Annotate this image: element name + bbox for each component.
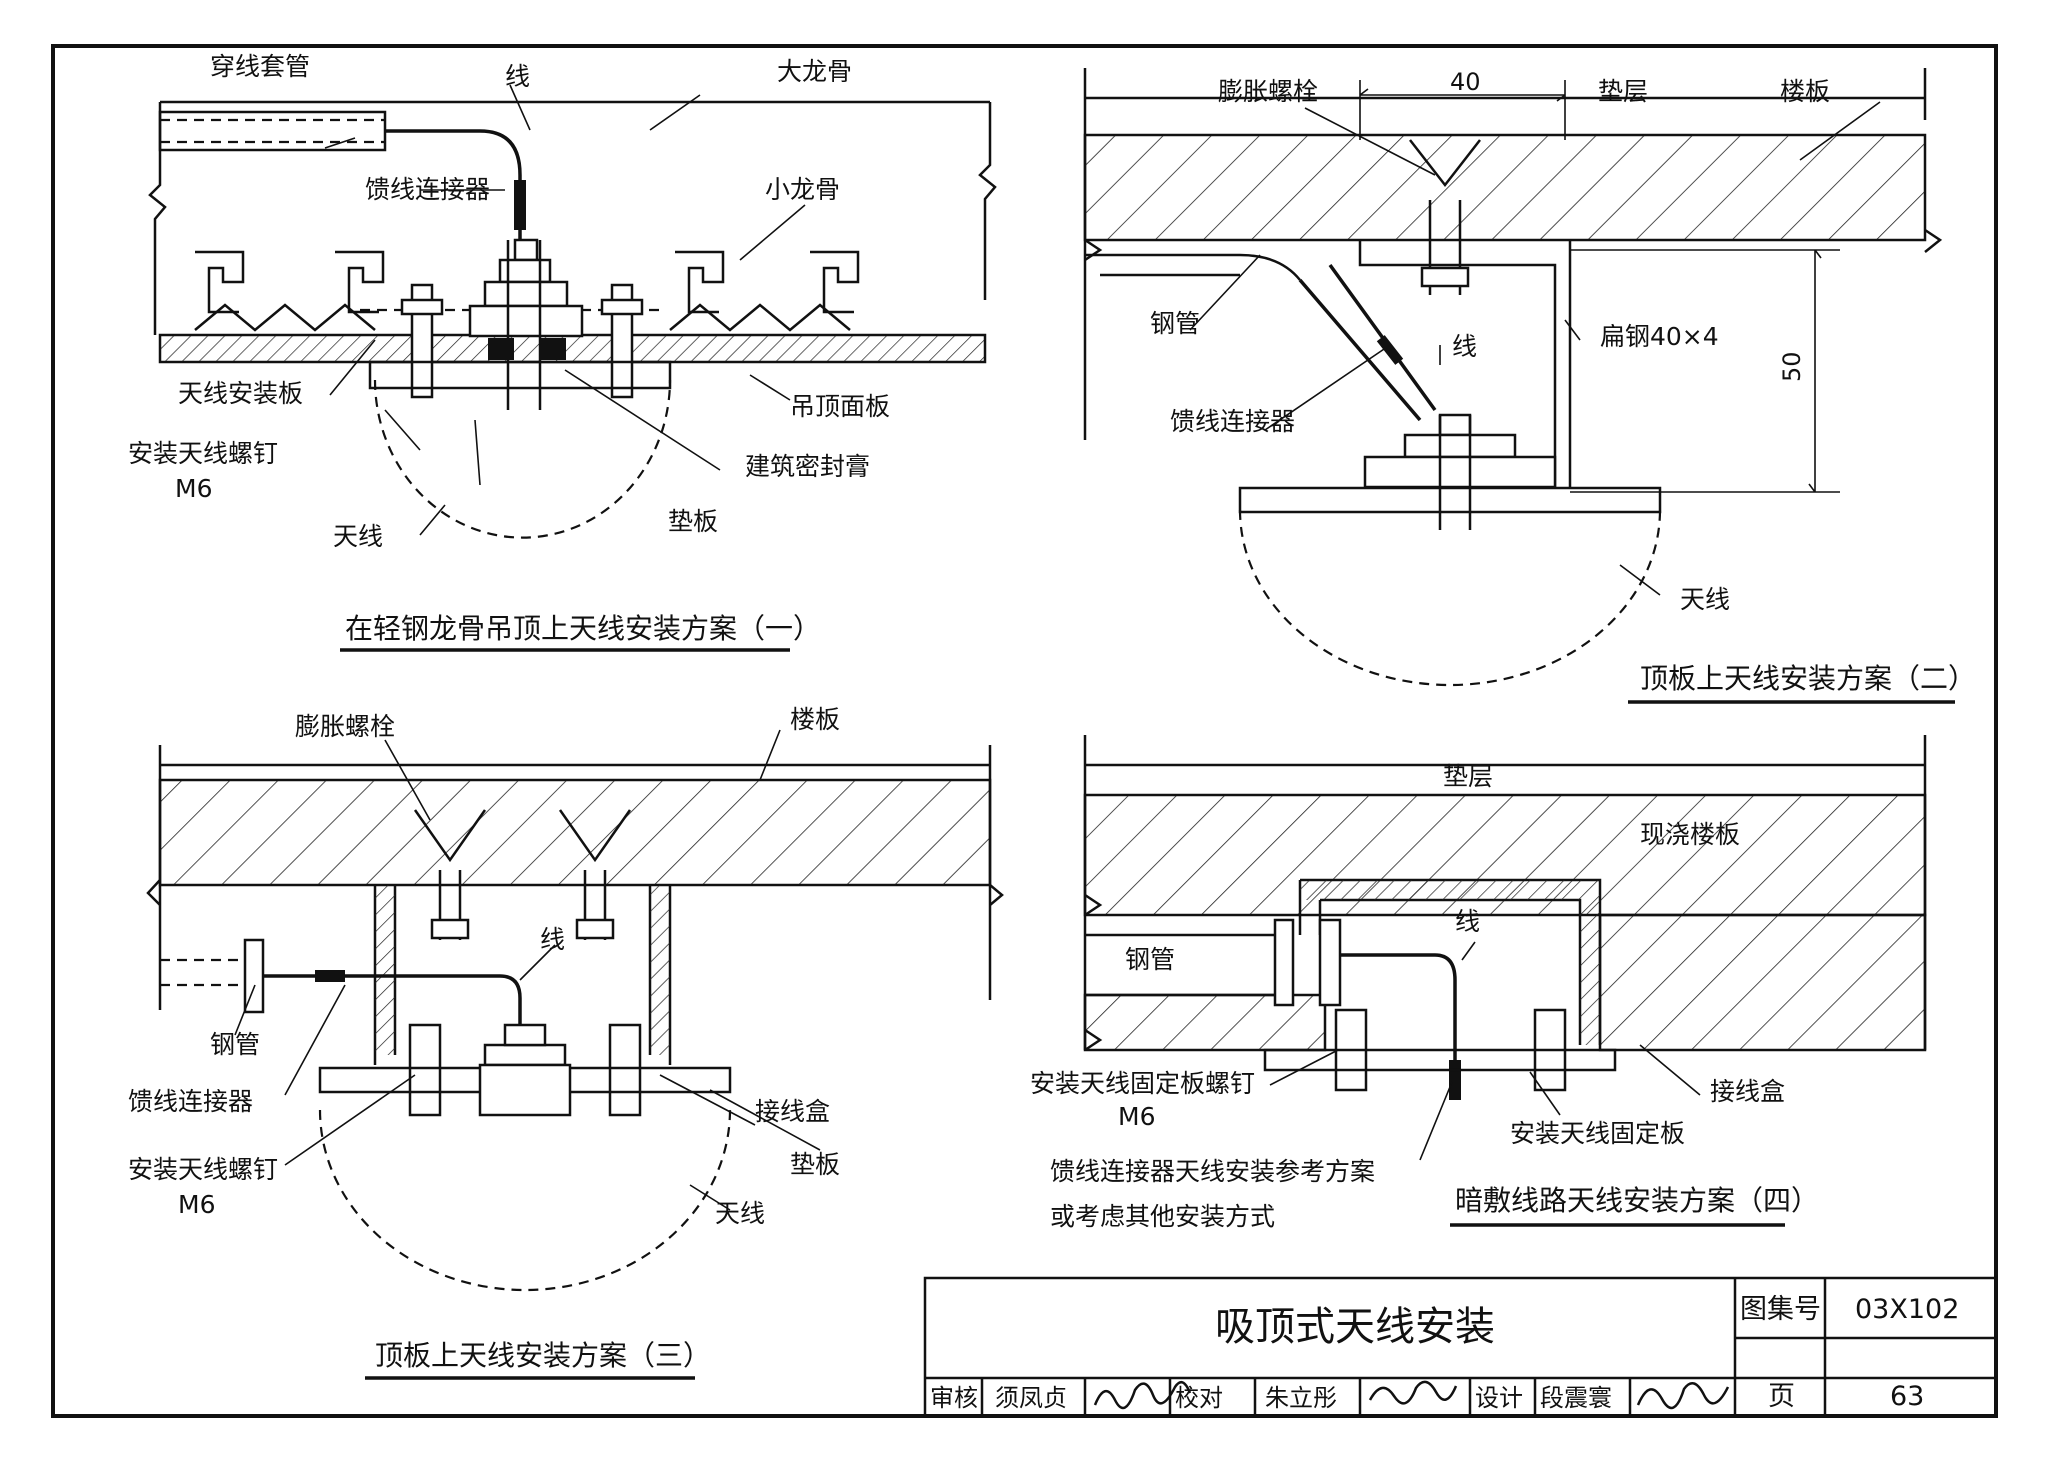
detail-2-title: 顶板上天线安装方案（二） <box>1640 662 1976 695</box>
detail-1: 穿线套管 线 大龙骨 馈线连接器 小龙骨 天线安装板 吊顶面板 安装天线螺钉 M… <box>128 52 997 652</box>
label-wire: 线 <box>540 925 565 954</box>
label-fix-plate: 安装天线固定板 <box>1510 1119 1685 1148</box>
page-label: 页 <box>1768 1381 1795 1412</box>
label-floor-slab: 楼板 <box>790 705 840 734</box>
label-plate-screw: 安装天线固定板螺钉 <box>1030 1069 1255 1098</box>
label-antenna: 天线 <box>1680 585 1730 614</box>
reviewer-signature <box>1093 1380 1192 1410</box>
detail-2: 40 50 膨胀螺栓 垫层 楼板 钢管 线 扁钢40×4 馈线连接器 天线 顶板… <box>1083 68 1976 704</box>
label-wire: 线 <box>505 62 530 91</box>
label-anchor-bolt: 膨胀螺栓 <box>1218 77 1318 106</box>
label-pad: 垫板 <box>668 507 718 536</box>
label-ceiling-panel: 吊顶面板 <box>790 392 890 421</box>
label-screw-size: M6 <box>1118 1102 1155 1131</box>
note-line-2: 或考虑其他安装方式 <box>1050 1202 1275 1231</box>
label-sub-keel: 小龙骨 <box>765 175 840 204</box>
reviewer-name: 须凤贞 <box>995 1384 1067 1412</box>
label-cast-slab: 现浇楼板 <box>1640 820 1740 849</box>
label-mount-plate: 天线安装板 <box>178 379 303 408</box>
dim-40: 40 <box>1450 68 1481 96</box>
detail-1-title: 在轻钢龙骨吊顶上天线安装方案（一） <box>345 612 821 645</box>
label-conduit: 穿线套管 <box>210 52 310 81</box>
drawing-title: 吸顶式天线安装 <box>1215 1304 1495 1350</box>
note-line-1: 馈线连接器天线安装参考方案 <box>1050 1157 1375 1186</box>
label-steel-pipe: 钢管 <box>1125 945 1175 974</box>
label-main-keel: 大龙骨 <box>777 57 852 86</box>
label-cushion: 垫层 <box>1598 77 1648 106</box>
label-junction-box: 接线盒 <box>755 1097 830 1126</box>
detail-3: 膨胀螺栓 楼板 线 钢管 馈线连接器 接线盒 安装天线螺钉 垫板 M6 天线 顶… <box>128 705 1004 1380</box>
label-floor-slab: 楼板 <box>1780 77 1830 106</box>
label-screw: 安装天线螺钉 <box>128 1155 278 1184</box>
design-label: 设计 <box>1475 1384 1523 1412</box>
label-pad: 垫板 <box>790 1150 840 1179</box>
review-label: 审核 <box>930 1384 978 1412</box>
label-screw-size: M6 <box>175 474 212 503</box>
label-feeder-connector: 馈线连接器 <box>1170 407 1295 436</box>
checker-name: 朱立彤 <box>1265 1384 1337 1412</box>
label-feeder-connector: 馈线连接器 <box>128 1087 253 1116</box>
detail-4: 垫层 现浇楼板 线 钢管 安装天线固定板螺钉 M6 接线盒 安装天线固定板 馈线… <box>1030 735 1927 1231</box>
dim-50: 50 <box>1778 351 1806 382</box>
atlas-number: 03X102 <box>1855 1294 1959 1325</box>
detail-3-title: 顶板上天线安装方案（三） <box>375 1339 711 1372</box>
checker-signature <box>1368 1380 1458 1405</box>
label-sealant: 建筑密封膏 <box>745 452 870 481</box>
label-screw: 安装天线螺钉 <box>128 439 278 468</box>
designer-signature <box>1636 1382 1730 1410</box>
title-block: 吸顶式天线安装 图集号 03X102 页 63 审核 须凤贞 校对 朱立彤 设计… <box>923 1276 1998 1418</box>
designer-name: 段震寰 <box>1540 1384 1612 1412</box>
label-steel-pipe: 钢管 <box>1150 309 1200 338</box>
label-cushion: 垫层 <box>1443 762 1493 791</box>
label-screw-size: M6 <box>178 1190 215 1219</box>
label-anchor-bolt: 膨胀螺栓 <box>295 712 395 741</box>
label-antenna: 天线 <box>333 522 383 551</box>
detail-4-title: 暗敷线路天线安装方案（四） <box>1455 1184 1819 1217</box>
check-label: 校对 <box>1175 1384 1223 1412</box>
label-steel-pipe: 钢管 <box>210 1030 260 1059</box>
label-wire: 线 <box>1455 907 1480 936</box>
atlas-label: 图集号 <box>1740 1294 1821 1325</box>
label-flat-steel: 扁钢40×4 <box>1600 322 1719 351</box>
page-number: 63 <box>1890 1381 1924 1412</box>
label-antenna: 天线 <box>715 1199 765 1228</box>
label-wire: 线 <box>1452 332 1477 361</box>
label-feeder-connector: 馈线连接器 <box>365 175 490 204</box>
label-junction-box: 接线盒 <box>1710 1077 1785 1106</box>
